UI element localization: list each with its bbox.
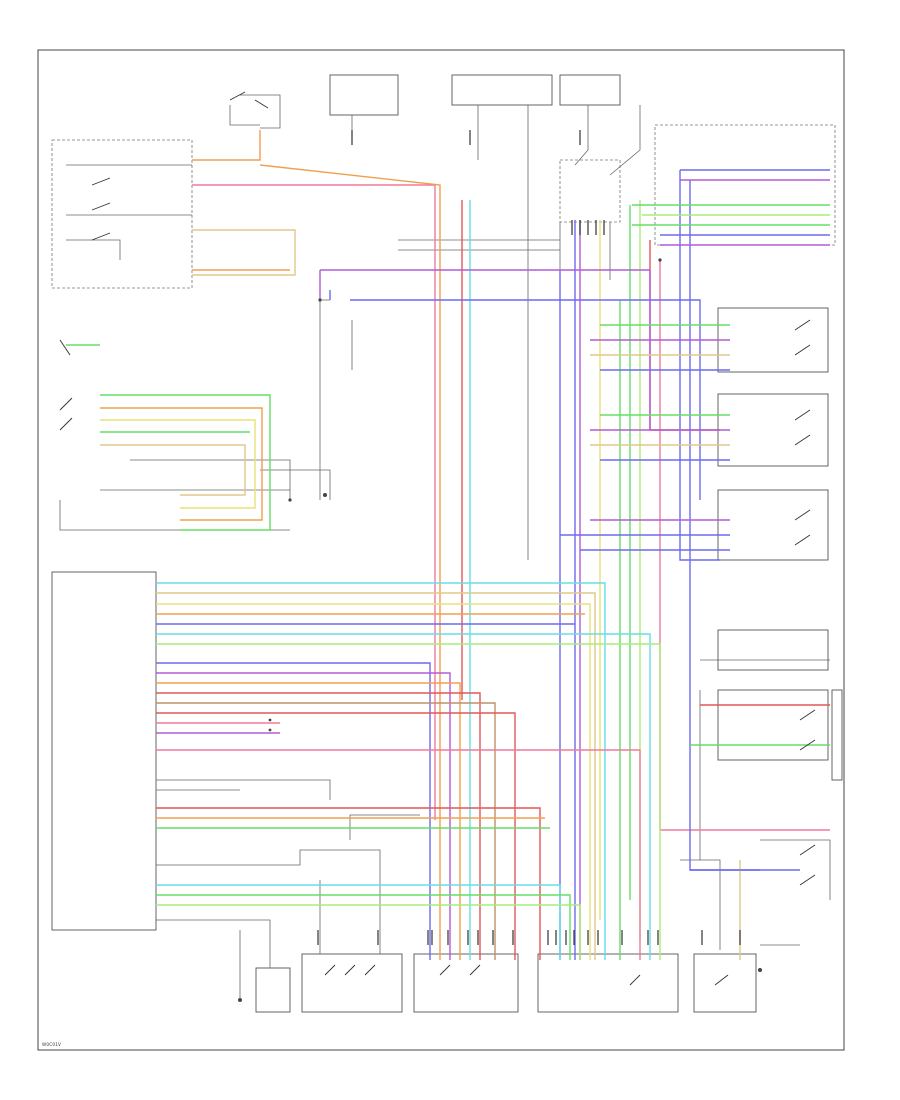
- switch-symbols: [59, 91, 816, 986]
- diagram-id: W0C01V: [42, 1042, 61, 1047]
- component-outlines: [51, 74, 843, 1013]
- connector-pins: [317, 130, 741, 945]
- junction-dots: [238, 258, 762, 1002]
- colored-wires: [66, 130, 830, 960]
- black-wires: [59, 94, 831, 1000]
- diagram-frame: [37, 49, 845, 1051]
